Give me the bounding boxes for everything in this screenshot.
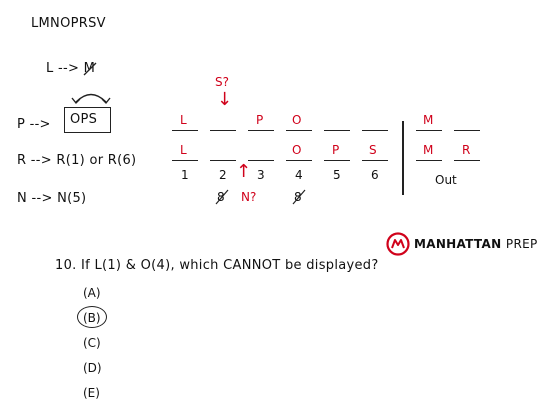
row2-slot6-letter: S [369, 143, 377, 157]
question-text: 10. If L(1) & O(4), which CANNOT be disp… [55, 258, 379, 273]
row1-out1-letter: M [423, 113, 434, 127]
row2-blank-2 [210, 160, 236, 161]
crossed-eight-under-2-text: 8 [217, 190, 225, 204]
row2-out1-letter: M [423, 143, 434, 157]
strike-icon [215, 189, 229, 205]
p-rule: P --> [17, 117, 51, 132]
crossed-eight-under-4: 8 [294, 190, 302, 204]
row1-blank-2 [210, 130, 236, 131]
row2-blank-3 [248, 160, 274, 161]
row1-slot3-letter: P [256, 113, 264, 127]
down-arrow-icon: ↓ [217, 89, 233, 110]
row2-blank-1 [172, 160, 198, 161]
out-divider [402, 121, 404, 195]
crossed-eight-under-4-text: 8 [294, 190, 302, 204]
row2-blank-5 [324, 160, 350, 161]
row1-out-blank-2 [454, 130, 480, 131]
l-rule-target: M [83, 61, 97, 76]
option-c[interactable]: (C) [83, 336, 101, 350]
row2-slot1-letter: L [180, 143, 187, 157]
logo-suffix: PREP [505, 237, 538, 251]
ops-box [64, 107, 111, 133]
swap-arrow-icon [71, 93, 111, 105]
crossed-eight-under-2: 8 [217, 190, 225, 204]
up-arrow-icon: ↑ [236, 161, 252, 182]
logo-text: MANHATTAN PREP [414, 237, 538, 251]
row2-out-blank-2 [454, 160, 480, 161]
row2-blank-4 [286, 160, 312, 161]
slot-number-1: 1 [181, 168, 189, 182]
ops-box-text: OPS [70, 112, 98, 127]
option-d[interactable]: (D) [83, 361, 102, 375]
option-a[interactable]: (A) [83, 286, 101, 300]
strike-icon [83, 62, 97, 76]
logo-brand: MANHATTAN [414, 237, 502, 251]
answer-circle [77, 306, 107, 328]
slot-number-2: 2 [219, 168, 227, 182]
row2-slot5-letter: P [332, 143, 340, 157]
manhattan-prep-logo-icon [386, 232, 410, 256]
row1-slot4-letter: O [292, 113, 302, 127]
row1-out-blank-1 [416, 130, 442, 131]
out-label: Out [435, 173, 457, 187]
strike-icon [292, 189, 306, 205]
slot-number-3: 3 [257, 168, 265, 182]
row1-blank-1 [172, 130, 198, 131]
row1-slot1-letter: L [180, 113, 187, 127]
row1-blank-6 [362, 130, 388, 131]
row1-blank-4 [286, 130, 312, 131]
n-question-label: N? [241, 190, 257, 204]
r-rule: R --> R(1) or R(6) [17, 153, 137, 168]
option-e[interactable]: (E) [83, 386, 100, 400]
l-rule: L --> M [46, 61, 97, 76]
row1-blank-5 [324, 130, 350, 131]
s-question-label: S? [215, 75, 229, 89]
l-rule-text: L --> [46, 61, 80, 76]
slot-number-5: 5 [333, 168, 341, 182]
row2-out-blank-1 [416, 160, 442, 161]
row2-blank-6 [362, 160, 388, 161]
row1-blank-3 [248, 130, 274, 131]
row2-slot4-letter: O [292, 143, 302, 157]
slot-number-4: 4 [295, 168, 303, 182]
option-b[interactable]: (B) [83, 311, 101, 325]
letters-line: LMNOPRSV [31, 16, 106, 31]
slot-number-6: 6 [371, 168, 379, 182]
row2-out2-letter: R [462, 143, 471, 157]
n-rule: N --> N(5) [17, 191, 87, 206]
